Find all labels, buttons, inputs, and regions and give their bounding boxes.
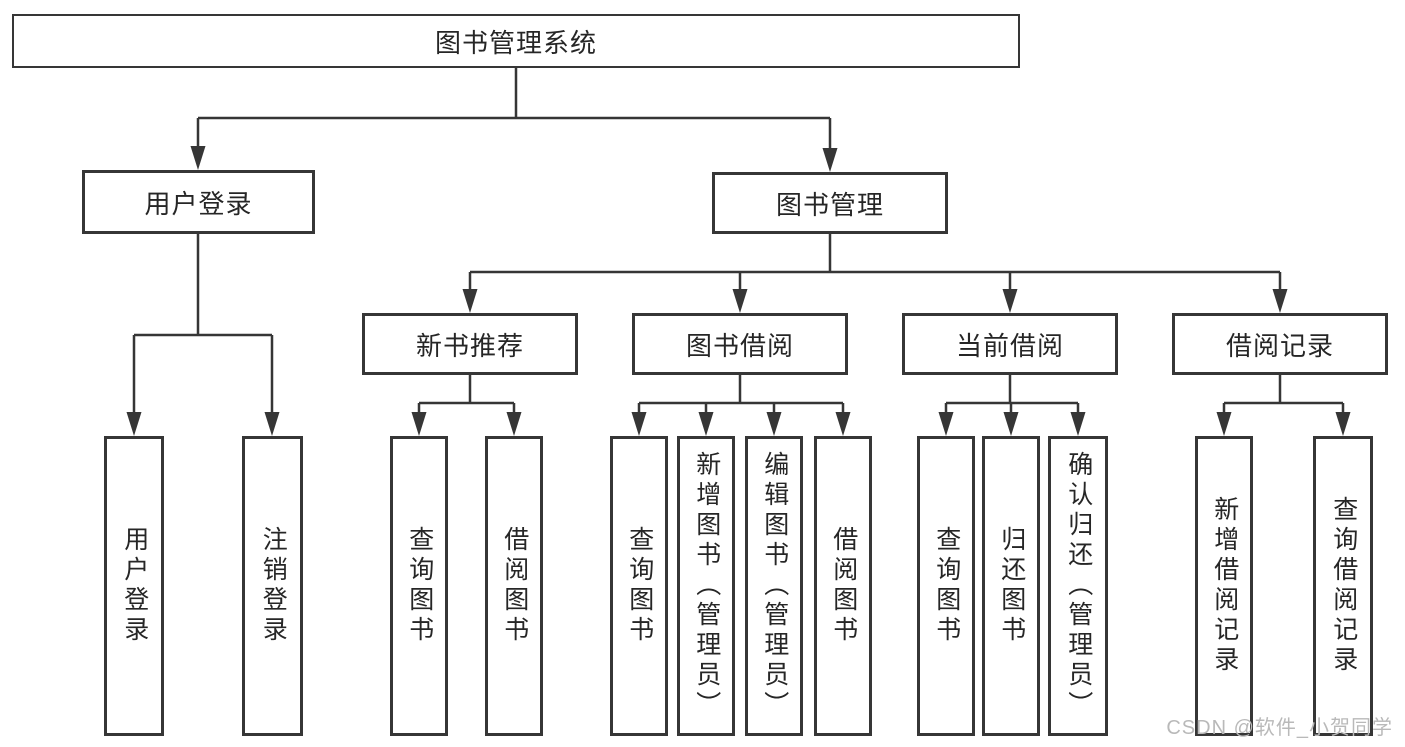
leaf-cur-return-books-label: 归还图书 bbox=[997, 526, 1026, 646]
arrowhead bbox=[938, 412, 954, 436]
node-new-book-rec: 新书推荐 bbox=[362, 313, 578, 375]
leaf-bor-borrow-books-label: 借阅图书 bbox=[829, 526, 858, 646]
connector-current-borrow bbox=[944, 375, 1080, 414]
node-book-mgmt: 图书管理 bbox=[712, 172, 948, 234]
arrowhead bbox=[264, 412, 280, 436]
leaf-bor-edit-books: 编辑图书（管理员） bbox=[745, 436, 803, 736]
arrowhead bbox=[1070, 412, 1086, 436]
node-root-label: 图书管理系统 bbox=[434, 27, 597, 58]
arrowhead bbox=[766, 412, 782, 436]
connector-borrow-records bbox=[1222, 375, 1345, 414]
arrowhead bbox=[698, 412, 714, 436]
arrowhead bbox=[822, 148, 838, 172]
leaf-bor-add-books: 新增图书（管理员） bbox=[677, 436, 735, 736]
arrowhead bbox=[835, 412, 851, 436]
leaf-rec-borrow-books-label: 借阅图书 bbox=[500, 526, 529, 646]
node-book-borrow: 图书借阅 bbox=[632, 313, 848, 375]
leaf-logout: 注销登录 bbox=[242, 436, 303, 736]
leaf-cur-query-books-label: 查询图书 bbox=[932, 526, 961, 646]
node-current-borrow: 当前借阅 bbox=[902, 313, 1118, 375]
arrowhead bbox=[1216, 412, 1232, 436]
node-book-borrow-label: 图书借阅 bbox=[685, 330, 794, 361]
arrowhead bbox=[1003, 412, 1019, 436]
connector-lines bbox=[132, 68, 1345, 414]
leaf-user-login: 用户登录 bbox=[104, 436, 164, 736]
leaf-bor-add-books-label: 新增图书（管理员） bbox=[692, 451, 721, 721]
leaf-bor-edit-books-label: 编辑图书（管理员） bbox=[760, 451, 789, 721]
leaf-hist-query-record-label: 查询借阅记录 bbox=[1329, 496, 1358, 676]
connector-root bbox=[196, 68, 832, 150]
arrowhead bbox=[631, 412, 647, 436]
leaf-user-login-label: 用户登录 bbox=[120, 526, 149, 646]
leaf-cur-return-books: 归还图书 bbox=[982, 436, 1040, 736]
node-book-mgmt-label: 图书管理 bbox=[775, 189, 884, 220]
node-borrow-records-label: 借阅记录 bbox=[1225, 330, 1334, 361]
leaf-hist-add-record-label: 新增借阅记录 bbox=[1210, 496, 1239, 676]
node-user-login: 用户登录 bbox=[82, 170, 315, 234]
leaf-cur-query-books: 查询图书 bbox=[917, 436, 975, 736]
leaf-hist-query-record: 查询借阅记录 bbox=[1313, 436, 1373, 736]
leaf-bor-query-books-label: 查询图书 bbox=[625, 526, 654, 646]
arrowhead bbox=[732, 289, 748, 313]
arrowhead bbox=[462, 289, 478, 313]
node-current-borrow-label: 当前借阅 bbox=[955, 330, 1064, 361]
node-borrow-records: 借阅记录 bbox=[1172, 313, 1388, 375]
arrowhead bbox=[190, 146, 206, 170]
leaf-bor-borrow-books: 借阅图书 bbox=[814, 436, 872, 736]
connector-new-book-rec bbox=[417, 375, 516, 414]
leaf-cur-confirm-return-label: 确认归还（管理员） bbox=[1064, 451, 1093, 721]
leaf-logout-label: 注销登录 bbox=[259, 526, 288, 646]
arrowhead bbox=[1002, 289, 1018, 313]
node-root: 图书管理系统 bbox=[12, 14, 1020, 68]
leaf-rec-borrow-books: 借阅图书 bbox=[485, 436, 543, 736]
leaf-hist-add-record: 新增借阅记录 bbox=[1195, 436, 1253, 736]
node-new-book-rec-label: 新书推荐 bbox=[415, 330, 524, 361]
watermark: CSDN @软件_小贺同学 bbox=[1166, 717, 1393, 739]
arrowheads bbox=[126, 146, 1351, 436]
arrowhead bbox=[126, 412, 142, 436]
arrowhead bbox=[1335, 412, 1351, 436]
arrowhead bbox=[411, 412, 427, 436]
leaf-rec-query-books-label: 查询图书 bbox=[405, 526, 434, 646]
connector-user-login bbox=[132, 234, 274, 414]
arrowhead bbox=[1272, 289, 1288, 313]
connector-book-mgmt bbox=[468, 234, 1282, 291]
node-user-login-label: 用户登录 bbox=[144, 188, 253, 219]
leaf-cur-confirm-return: 确认归还（管理员） bbox=[1048, 436, 1108, 736]
arrowhead bbox=[506, 412, 522, 436]
leaf-rec-query-books: 查询图书 bbox=[390, 436, 448, 736]
connector-book-borrow bbox=[637, 375, 845, 414]
leaf-bor-query-books: 查询图书 bbox=[610, 436, 668, 736]
